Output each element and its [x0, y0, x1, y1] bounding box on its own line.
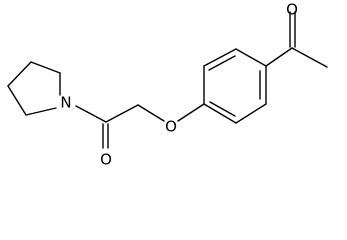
pyrrolidine-ring	[7, 61, 61, 116]
benzene-ring	[203, 48, 267, 124]
ketone-oxygen-label: O	[286, 1, 298, 19]
ring-bond-2	[203, 48, 237, 67]
acetyl-to-methyl-bond	[291, 47, 328, 68]
ether-linkage	[105, 103, 205, 123]
ring-bond-4	[203, 103, 237, 124]
acetyl-to-ring-bond	[265, 47, 293, 67]
amide-oxygen-label: O	[100, 151, 112, 169]
ether-oxygen-label: O	[165, 118, 177, 136]
amide-nitrogen-label: N	[60, 94, 71, 112]
pyrrolidine-bond-5	[25, 107, 57, 116]
ring-to-ether-oxygen-bond	[177, 103, 205, 122]
pyrrolidine-bond-4	[7, 85, 27, 116]
ring-bond-5	[235, 103, 267, 124]
amide-carbonyl	[75, 105, 109, 149]
ether-oxygen-to-ch2-bond	[137, 104, 165, 122]
carbonyl-to-nitrogen-bond	[75, 105, 107, 123]
ring-bond-1	[235, 48, 267, 67]
ch2-to-carbonyl-bond	[105, 104, 139, 123]
skeletal-formula-diagram: O N O O	[7, 1, 328, 169]
pyrrolidine-bond-2	[30, 61, 61, 74]
pyrrolidine-bond-3	[7, 61, 32, 87]
acetyl-group	[265, 11, 328, 68]
ring-inner-bond-2	[209, 101, 236, 117]
ring-inner-bond-1	[208, 55, 236, 71]
